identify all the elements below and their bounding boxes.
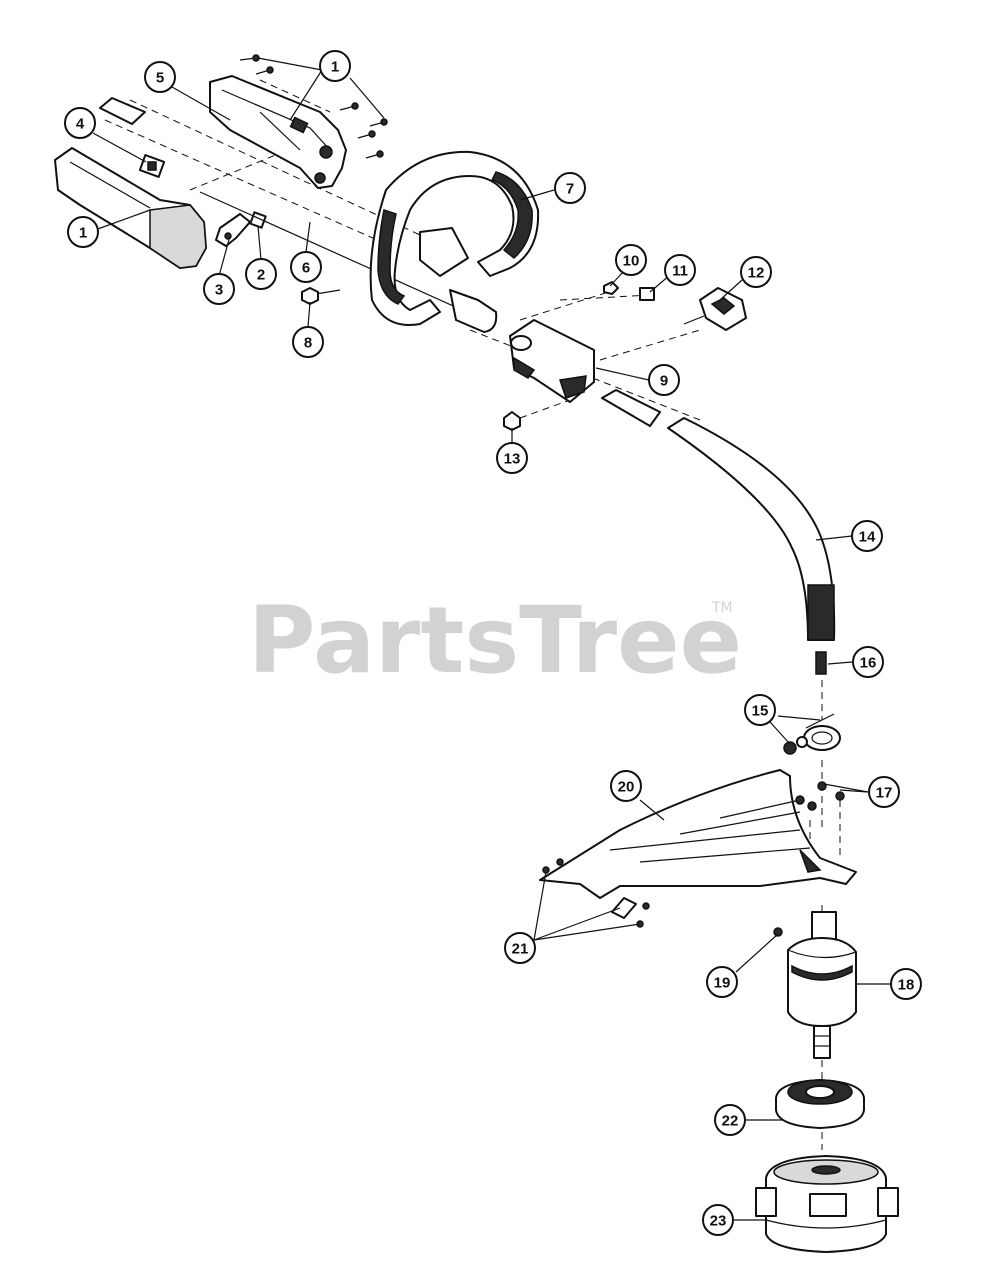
callout-leaders	[92, 57, 890, 1221]
callout-19: 19	[706, 966, 738, 998]
callout-number: 9	[660, 373, 668, 390]
part-shaft	[199, 191, 481, 319]
callout-number: 14	[859, 529, 876, 546]
callout-circle	[610, 770, 642, 802]
callout-number: 5	[156, 70, 164, 87]
callout-number: 12	[748, 265, 765, 282]
callout-number: 10	[623, 253, 640, 270]
part-clamp	[509, 319, 595, 403]
callout-circle	[664, 254, 696, 286]
callout-number: 17	[876, 785, 893, 802]
callout-circle	[504, 932, 536, 964]
part-grass-shield	[539, 769, 857, 899]
callout-circle	[290, 251, 322, 283]
callout-9: 9	[648, 364, 680, 396]
part-gearhead-screw	[773, 927, 783, 937]
callout-number: 15	[752, 703, 769, 720]
callout-circle	[890, 968, 922, 1000]
callout-circle	[740, 256, 772, 288]
callout-number: 20	[618, 779, 635, 796]
callout-14: 14	[851, 520, 883, 552]
callout-circle	[852, 646, 884, 678]
callout-number: 1	[79, 225, 87, 242]
callout-4: 4	[64, 107, 96, 139]
part-bolt	[301, 287, 341, 305]
part-d-handle	[369, 150, 540, 333]
callout-number: 7	[566, 181, 574, 198]
part-gear-head	[787, 911, 857, 1059]
part-drive-tip	[815, 651, 827, 675]
part-housing-upper	[209, 75, 347, 189]
callout-18: 18	[890, 968, 922, 1000]
callout-circle	[714, 1104, 746, 1136]
callout-circle	[554, 172, 586, 204]
callout-circle	[292, 326, 324, 358]
callout-circle	[64, 107, 96, 139]
part-trimmer-head	[755, 1155, 899, 1253]
part-shaft-clamp	[783, 713, 841, 755]
callout-12: 12	[740, 256, 772, 288]
part-knob	[683, 287, 747, 331]
callout-16: 16	[852, 646, 884, 678]
watermark-trademark: TM	[711, 600, 733, 616]
part-nut	[503, 411, 521, 431]
callout-number: 23	[710, 1213, 727, 1230]
part-switch	[138, 154, 166, 178]
callout-number: 16	[860, 655, 877, 672]
callout-circle	[245, 258, 277, 290]
callout-number: 11	[672, 263, 688, 280]
callout-22: 22	[714, 1104, 746, 1136]
part-trigger	[215, 213, 251, 247]
callout-circle	[203, 273, 235, 305]
callout-circle	[706, 966, 738, 998]
callout-circle	[744, 694, 776, 726]
callout-5: 5	[144, 61, 176, 93]
callout-23: 23	[702, 1204, 734, 1236]
callout-10: 10	[615, 244, 647, 276]
callout-number: 18	[898, 977, 915, 994]
part-coupler	[601, 389, 661, 427]
callout-circle	[702, 1204, 734, 1236]
callout-circle	[496, 442, 528, 474]
callout-6: 6	[290, 251, 322, 283]
callout-20: 20	[610, 770, 642, 802]
part-lower-shaft	[667, 417, 836, 641]
callout-number: 3	[215, 282, 223, 299]
callout-number: 6	[302, 260, 310, 277]
callout-number: 22	[722, 1113, 739, 1130]
callout-circle	[615, 244, 647, 276]
part-inner-tube	[99, 97, 146, 125]
callout-17: 17	[868, 776, 900, 808]
part-housing-lower	[54, 147, 207, 269]
callout-13: 13	[496, 442, 528, 474]
callout-number: 13	[504, 451, 521, 468]
callout-8: 8	[292, 326, 324, 358]
callout-11: 11	[664, 254, 696, 286]
partstree-watermark: PartsTree TM	[248, 587, 742, 694]
part-small-nut	[603, 281, 619, 295]
callout-circle	[67, 216, 99, 248]
callout-number: 19	[714, 975, 731, 992]
callout-number: 21	[512, 941, 529, 958]
watermark-brand: PartsTree	[248, 587, 742, 694]
callout-circle	[144, 61, 176, 93]
callout-circle	[319, 50, 351, 82]
callout-15: 15	[744, 694, 776, 726]
callout-number: 1	[331, 59, 339, 76]
part-spool-retainer	[775, 1079, 865, 1129]
callout-2: 2	[245, 258, 277, 290]
callout-circle	[648, 364, 680, 396]
callout-1: 1	[67, 216, 99, 248]
callout-number: 8	[304, 335, 312, 352]
callout-1: 1	[319, 50, 351, 82]
callout-7: 7	[554, 172, 586, 204]
callout-3: 3	[203, 273, 235, 305]
callout-circle	[868, 776, 900, 808]
callout-circle	[851, 520, 883, 552]
callout-21: 21	[504, 932, 536, 964]
callout-number: 2	[257, 267, 265, 284]
callout-number: 4	[76, 116, 85, 133]
